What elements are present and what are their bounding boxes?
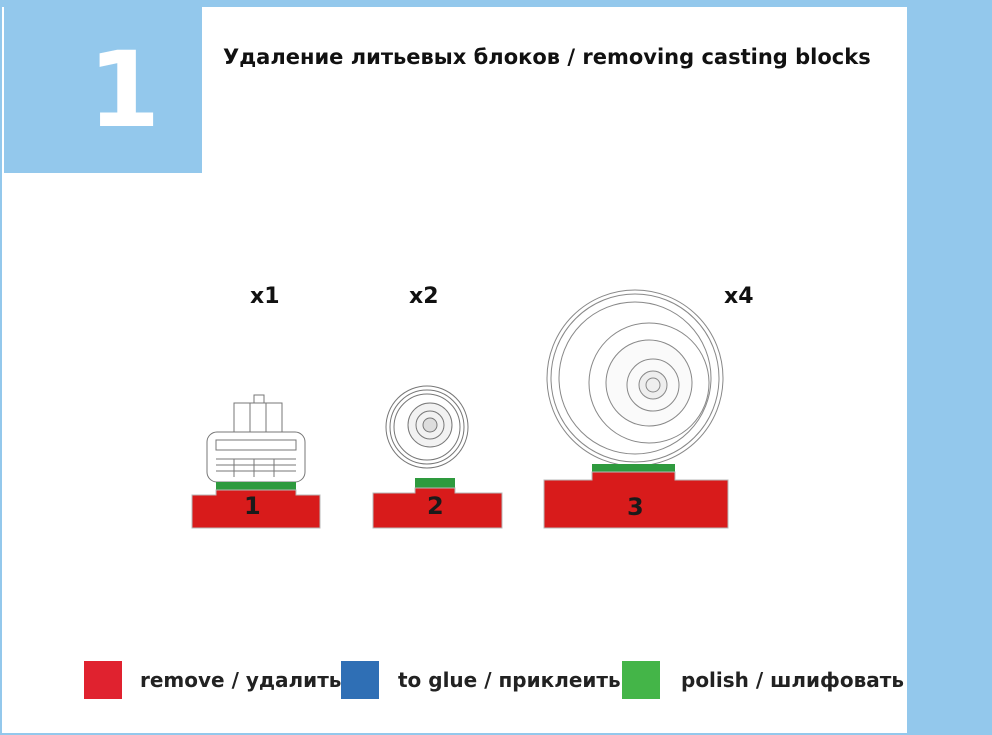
part-2-polish-strip: [415, 478, 455, 488]
part-3-wheel-drawing: [546, 289, 724, 467]
part-1-number: 1: [244, 492, 261, 520]
part-1-polish-strip: [216, 482, 296, 490]
legend-polish-swatch: [622, 661, 660, 699]
legend-glue-label: to glue / приклеить: [398, 668, 621, 692]
legend-remove-label: remove / удалить: [140, 668, 342, 692]
instruction-sheet: 1 Удаление литьевых блоков / removing ca…: [2, 7, 907, 733]
part-1-casting-block: [191, 482, 321, 529]
part-2-casting-block: [372, 478, 503, 529]
part-3-polish-strip: [592, 464, 675, 472]
step-number: 1: [87, 29, 161, 151]
part-1-red-block: [191, 489, 321, 529]
part-2-red-block: [372, 487, 503, 529]
part-3-red-block: [543, 471, 729, 529]
part-3-quantity: x4: [724, 284, 754, 309]
legend-remove-swatch: [84, 661, 122, 699]
part-1-bracket-drawing: [206, 394, 306, 483]
part-2-wheel-drawing: [385, 385, 469, 469]
step-title: Удаление литьевых блоков / removing cast…: [223, 45, 871, 69]
part-2-number: 2: [427, 492, 444, 520]
part-3-casting-block: [543, 464, 729, 529]
part-2-quantity: x2: [409, 284, 439, 309]
legend-glue-swatch: [341, 661, 379, 699]
legend-polish-label: polish / шлифовать: [681, 668, 905, 692]
step-number-box: 1: [4, 7, 202, 173]
part-1-drawing: [191, 289, 729, 529]
part-1-quantity: x1: [250, 284, 280, 309]
part-3-number: 3: [627, 493, 644, 521]
